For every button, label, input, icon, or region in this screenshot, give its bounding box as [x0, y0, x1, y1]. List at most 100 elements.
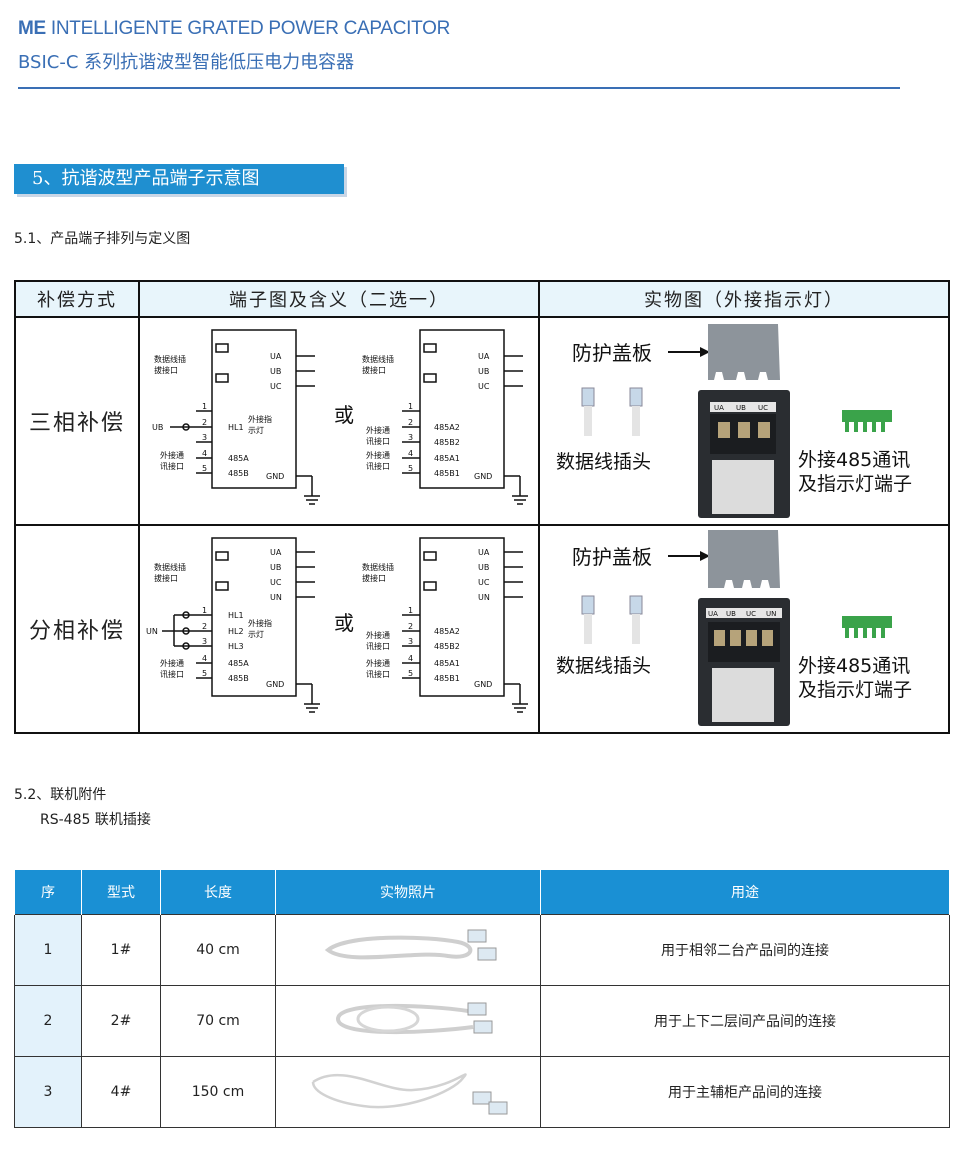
svg-text:UN: UN	[270, 593, 282, 602]
brand-title: ME INTELLIGENTE GRATED POWER CAPACITOR	[18, 18, 450, 39]
diagram-split-phase: 数据线插 拔接口 UA UB UC UN GND UN 1 2 3 4 5 HL…	[138, 524, 540, 734]
svg-text:2: 2	[202, 418, 207, 427]
col-header-photo: 实物图（外接指示灯）	[538, 280, 950, 318]
cable-image	[324, 929, 497, 961]
svg-text:UB: UB	[152, 423, 163, 432]
svg-text:外接指: 外接指	[248, 414, 272, 424]
svg-text:1: 1	[408, 402, 413, 411]
svg-text:或: 或	[334, 611, 354, 635]
svg-text:HL2: HL2	[228, 627, 244, 636]
svg-text:GND: GND	[266, 680, 284, 689]
product-photo-three-phase: 防护盖板 UA UB UC 数据线插头	[556, 324, 912, 518]
svg-text:UA: UA	[478, 352, 490, 361]
svg-text:及指示灯端子: 及指示灯端子	[798, 679, 912, 701]
svg-text:485A1: 485A1	[434, 659, 460, 668]
svg-text:UN: UN	[478, 593, 490, 602]
svg-text:5: 5	[202, 464, 207, 473]
cable-photo	[275, 985, 541, 1057]
row-type: 4#	[81, 1056, 161, 1128]
svg-text:数据线插头: 数据线插头	[556, 451, 651, 473]
accessory-table: 序 型式 长度 实物照片 用途 1 1# 40 cm 用于相邻二台产品间的连接 …	[14, 870, 950, 1128]
svg-text:UA: UA	[478, 548, 490, 557]
svg-text:3: 3	[202, 637, 207, 646]
mode-three-phase: 三相补偿	[14, 316, 140, 526]
row-use: 用于主辅柜产品间的连接	[540, 1056, 950, 1128]
svg-text:UB: UB	[270, 563, 281, 572]
svg-text:485A2: 485A2	[434, 627, 460, 636]
svg-text:4: 4	[408, 654, 413, 663]
svg-text:4: 4	[202, 654, 207, 663]
svg-text:2: 2	[408, 622, 413, 631]
svg-text:3: 3	[202, 433, 207, 442]
svg-text:UC: UC	[478, 382, 490, 391]
svg-text:3: 3	[408, 433, 413, 442]
photo-three-phase: 防护盖板 UA UB UC 数据线插头	[538, 316, 950, 526]
svg-text:防护盖板: 防护盖板	[572, 545, 652, 569]
svg-text:5: 5	[408, 669, 413, 678]
svg-text:UB: UB	[270, 367, 281, 376]
svg-text:数据线插: 数据线插	[362, 354, 394, 364]
col-header-idx: 序	[14, 870, 82, 915]
svg-text:外接通: 外接通	[366, 450, 390, 460]
svg-text:UN: UN	[766, 610, 776, 618]
svg-text:485A: 485A	[228, 659, 249, 668]
subsection-5-2: 5.2、联机附件	[14, 787, 107, 803]
svg-text:讯接口: 讯接口	[160, 669, 184, 679]
svg-text:HL1: HL1	[228, 423, 244, 432]
col-header-use: 用途	[540, 870, 950, 915]
row-length: 40 cm	[160, 914, 276, 986]
subsection-5-2-desc: RS-485 联机插接	[40, 812, 151, 828]
svg-text:4: 4	[202, 449, 207, 458]
svg-text:数据线插: 数据线插	[154, 354, 186, 364]
photo-split-phase: 防护盖板 UA UB UC UN 数据线插头	[538, 524, 950, 734]
svg-text:UB: UB	[478, 367, 489, 376]
svg-text:HL3: HL3	[228, 642, 244, 651]
svg-text:5: 5	[408, 464, 413, 473]
col-header-length: 长度	[160, 870, 276, 915]
subsection-5-1: 5.1、产品端子排列与定义图	[14, 231, 191, 247]
svg-text:485A1: 485A1	[434, 454, 460, 463]
svg-text:外接通: 外接通	[160, 450, 184, 460]
svg-text:UC: UC	[746, 610, 756, 618]
cable-photo	[275, 1056, 541, 1128]
svg-text:UA: UA	[270, 548, 282, 557]
svg-text:UB: UB	[726, 610, 736, 618]
product-photo-split-phase: 防护盖板 UA UB UC UN 数据线插头	[556, 530, 912, 726]
svg-text:485B2: 485B2	[434, 438, 460, 447]
diagram-three-phase: 数据线插 拔接口 UA UB UC GND UB 1 2 3 4 5 HL1 4…	[138, 316, 540, 526]
svg-text:讯接口: 讯接口	[366, 641, 390, 651]
svg-text:外接指: 外接指	[248, 618, 272, 628]
svg-text:防护盖板: 防护盖板	[572, 341, 652, 365]
svg-text:拔接口: 拔接口	[362, 365, 386, 375]
section-title: 5、抗谐波型产品端子示意图	[14, 164, 344, 194]
svg-text:UA: UA	[714, 404, 724, 412]
svg-text:UA: UA	[708, 610, 718, 618]
svg-text:UN: UN	[146, 627, 158, 636]
svg-text:UC: UC	[270, 382, 282, 391]
svg-text:485B: 485B	[228, 469, 249, 478]
svg-text:UC: UC	[478, 578, 490, 587]
svg-text:4: 4	[408, 449, 413, 458]
cable-image	[311, 1073, 508, 1115]
svg-text:拔接口: 拔接口	[154, 365, 178, 375]
svg-text:UB: UB	[736, 404, 746, 412]
table-row: 1 1# 40 cm 用于相邻二台产品间的连接	[14, 914, 950, 986]
svg-text:示灯: 示灯	[248, 425, 264, 435]
row-length: 150 cm	[160, 1056, 276, 1128]
header-divider	[18, 87, 900, 89]
svg-text:GND: GND	[474, 472, 492, 481]
svg-text:UB: UB	[478, 563, 489, 572]
svg-text:外接通: 外接通	[160, 658, 184, 668]
table-row: 2 2# 70 cm 用于上下二层间产品间的连接	[14, 985, 950, 1057]
row-idx: 2	[14, 985, 82, 1057]
svg-text:拔接口: 拔接口	[154, 573, 178, 583]
series-title: BSIC-C 系列抗谐波型智能低压电力电容器	[18, 52, 355, 73]
svg-text:数据线插: 数据线插	[362, 562, 394, 572]
svg-text:3: 3	[408, 637, 413, 646]
col-header-type: 型式	[81, 870, 161, 915]
svg-text:讯接口: 讯接口	[366, 669, 390, 679]
svg-text:拔接口: 拔接口	[362, 573, 386, 583]
svg-text:485B1: 485B1	[434, 674, 460, 683]
svg-text:讯接口: 讯接口	[160, 461, 184, 471]
svg-text:外接485通讯: 外接485通讯	[798, 449, 910, 471]
